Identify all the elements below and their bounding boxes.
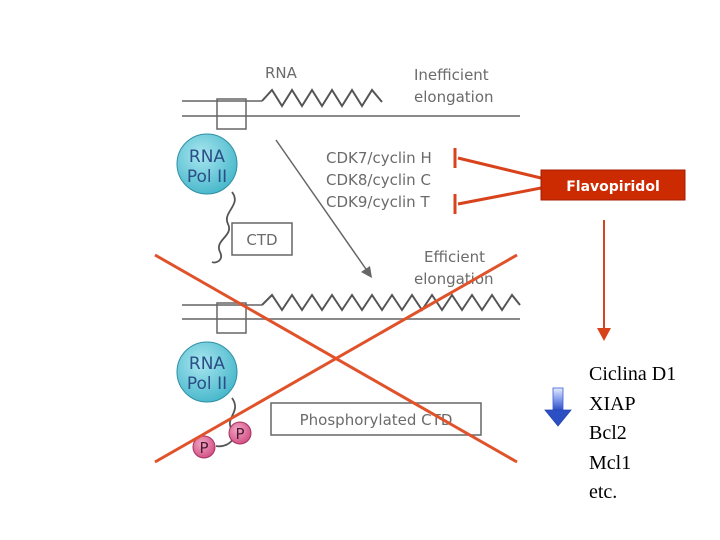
ctd-box bbox=[231, 222, 293, 256]
target-gene-list: Ciclina D1 XIAP Bcl2 Mcl1 etc. bbox=[589, 360, 676, 508]
efficient-elongation-label-2: elongation bbox=[414, 270, 494, 288]
phosphorylated-ctd-label: Phosphorylated CTD bbox=[300, 411, 453, 429]
ctd-tail bbox=[211, 191, 236, 264]
inhibition-lines bbox=[453, 148, 542, 214]
rna-pol-ii-upper bbox=[176, 133, 238, 195]
rna-pol-ii-lower-label-2: Pol II bbox=[187, 374, 227, 394]
cdk9-cyclin-t-label: CDK9/cyclin T bbox=[326, 193, 430, 211]
target-mcl1: Mcl1 bbox=[589, 451, 632, 474]
upper-complex: RNA Inefficient elongation RNA Pol II CT… bbox=[176, 64, 520, 264]
target-bcl2: Bcl2 bbox=[589, 422, 627, 444]
target-etc: etc. bbox=[589, 481, 618, 503]
transcription-bubble-lower bbox=[216, 302, 247, 334]
cdk7-cyclin-h-label: CDK7/cyclin H bbox=[326, 149, 432, 167]
down-arrow-icon bbox=[544, 387, 572, 427]
phosphate-1 bbox=[192, 435, 216, 459]
transition-arrow bbox=[275, 139, 372, 278]
rna-label: RNA bbox=[265, 64, 298, 82]
flavopiridol-box bbox=[540, 169, 686, 201]
rna-pol-ii-upper-label-2: Pol II bbox=[187, 167, 227, 187]
phosphate-2-label: P bbox=[235, 425, 244, 443]
rna-pol-ii-lower bbox=[176, 341, 238, 403]
flavopiridol-label: Flavopiridol bbox=[566, 179, 660, 195]
efficient-elongation-label-1: Efficient bbox=[424, 248, 485, 266]
inefficient-elongation-label-2: elongation bbox=[414, 88, 494, 106]
kinase-list: CDK7/cyclin H CDK8/cyclin C CDK9/cyclin … bbox=[326, 149, 432, 211]
phosphorylated-ctd-box bbox=[270, 402, 482, 436]
rna-transcript-upper bbox=[261, 88, 383, 108]
rna-transcript-lower bbox=[261, 293, 521, 312]
inefficient-elongation-label-1: Inefficient bbox=[414, 66, 489, 84]
phosphate-2 bbox=[228, 421, 252, 445]
target-ciclina-d1: Ciclina D1 bbox=[589, 363, 677, 385]
cdk8-cyclin-c-label: CDK8/cyclin C bbox=[326, 171, 431, 189]
target-xiap: XIAP bbox=[589, 392, 636, 415]
rna-pol-ii-lower-label-1: RNA bbox=[189, 354, 226, 374]
flavopiridol-arrow bbox=[597, 220, 611, 341]
phosphate-1-label: P bbox=[199, 439, 208, 457]
ctd-label: CTD bbox=[246, 231, 277, 249]
lower-complex: Efficient elongation RNA Pol II P P Phos… bbox=[176, 248, 521, 459]
transcription-bubble-upper bbox=[216, 98, 247, 130]
rna-pol-ii-upper-label-1: RNA bbox=[189, 147, 226, 167]
cross-out bbox=[154, 253, 518, 464]
